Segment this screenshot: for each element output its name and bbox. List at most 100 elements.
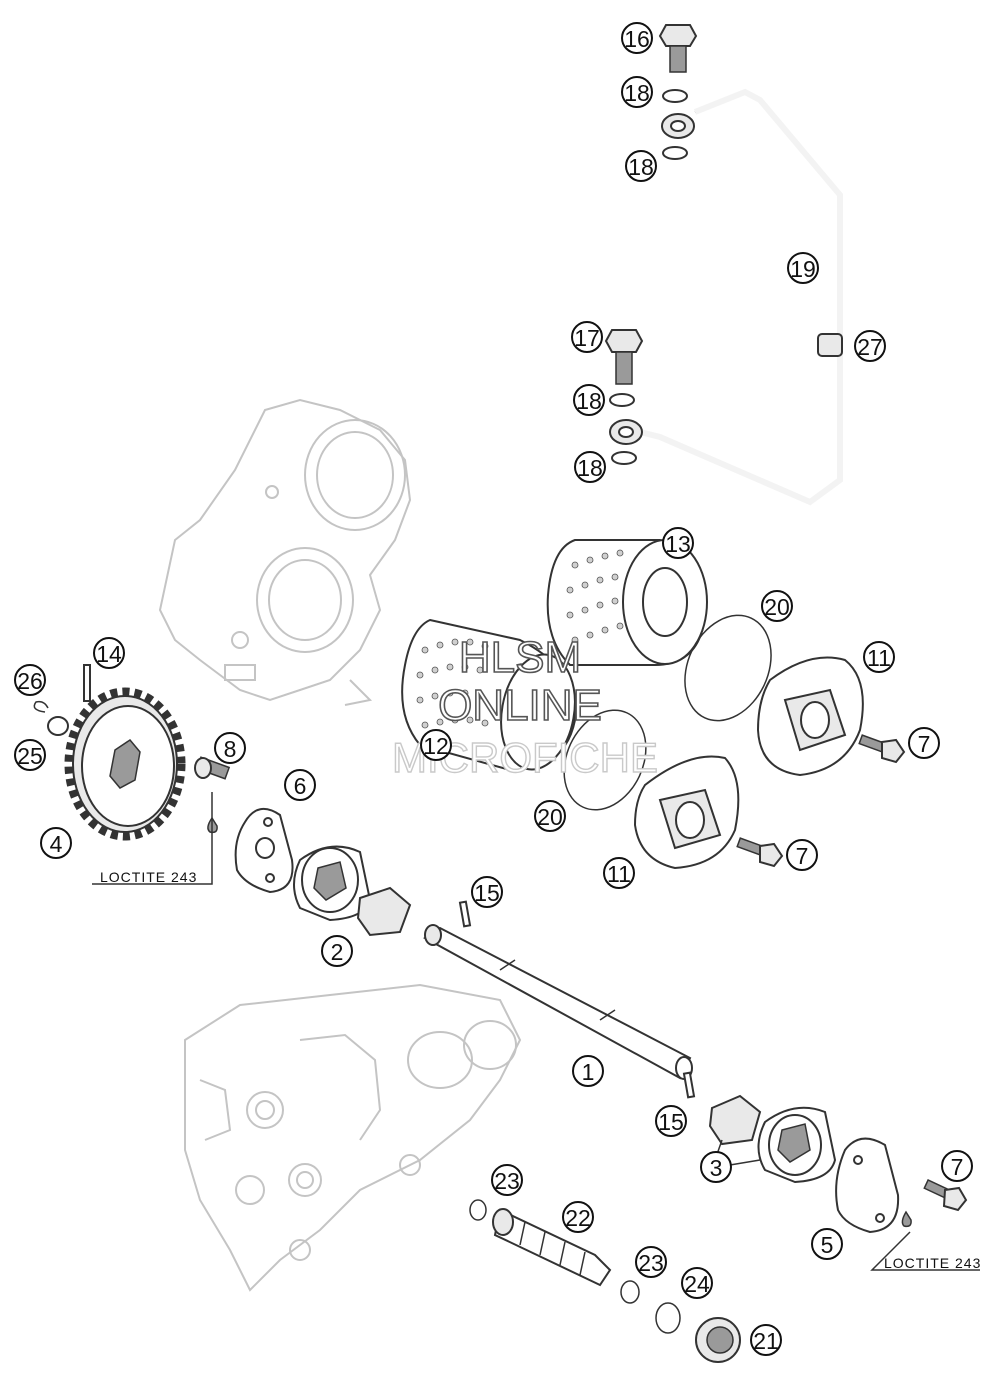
callout-1: 1	[572, 1055, 604, 1087]
loctite-drop-right	[901, 1210, 912, 1228]
callout-4: 4	[40, 827, 72, 859]
banjo-bolt-17	[604, 329, 644, 385]
callout-18d: 18	[574, 451, 606, 483]
callout-15b: 15	[655, 1105, 687, 1137]
svg-text:23: 23	[494, 1168, 520, 1194]
callout-14: 14	[93, 637, 125, 669]
svg-text:15: 15	[658, 1109, 684, 1135]
svg-text:6: 6	[294, 773, 307, 799]
circlip-26	[33, 700, 49, 713]
callout-12: 12	[420, 729, 452, 761]
callout-20b: 20	[534, 800, 566, 832]
svg-text:11: 11	[867, 645, 891, 671]
pump-rotor-3	[757, 1106, 837, 1184]
callout-18b: 18	[625, 150, 657, 182]
callout-17: 17	[571, 321, 603, 353]
screw-7c	[923, 1179, 968, 1212]
svg-text:24: 24	[684, 1271, 710, 1297]
svg-text:18: 18	[624, 80, 650, 106]
banjo-fitting-upper	[661, 113, 695, 139]
o-ring-23b	[620, 1280, 640, 1304]
engine-case-lower-outline	[184, 983, 522, 1292]
callout-8: 8	[214, 732, 246, 764]
callout-13: 13	[662, 527, 694, 559]
svg-text:17: 17	[574, 325, 600, 351]
o-ring-20a	[684, 614, 772, 722]
svg-text:27: 27	[857, 334, 883, 360]
callout-18c: 18	[573, 384, 605, 416]
svg-text:22: 22	[565, 1205, 591, 1231]
callout-18a: 18	[621, 76, 653, 108]
svg-text:19: 19	[790, 256, 816, 282]
washer-18b	[662, 146, 688, 160]
callout-24: 24	[681, 1267, 713, 1299]
banjo-bolt-16	[658, 24, 698, 73]
svg-text:20: 20	[537, 804, 563, 830]
callout-7b: 7	[786, 839, 818, 871]
svg-text:18: 18	[577, 455, 603, 481]
watermark-line2: ONLINE	[438, 681, 602, 730]
washer-18c	[609, 393, 635, 407]
callout-22: 22	[562, 1201, 594, 1233]
svg-text:7: 7	[796, 843, 809, 869]
svg-text:1: 1	[582, 1059, 595, 1085]
callout-7c: 7	[941, 1150, 973, 1182]
o-ring-23a	[469, 1199, 487, 1221]
svg-text:8: 8	[224, 736, 237, 762]
callout-11b: 11	[603, 857, 635, 889]
callout-25: 25	[14, 739, 46, 771]
pin-14	[83, 664, 91, 702]
washer-25	[47, 716, 69, 736]
filter-cover-11a	[756, 656, 864, 777]
svg-text:7: 7	[951, 1154, 964, 1180]
svg-text:7: 7	[918, 731, 931, 757]
callout-20a: 20	[761, 590, 793, 622]
callout-6: 6	[284, 769, 316, 801]
svg-text:20: 20	[764, 594, 790, 620]
screw-7a	[858, 734, 906, 764]
svg-text:21: 21	[753, 1328, 779, 1354]
svg-text:18: 18	[628, 154, 654, 180]
loctite-label-left: LOCTITE 243	[100, 869, 197, 885]
screw-7b	[736, 837, 784, 868]
callout-27: 27	[854, 330, 886, 362]
oil-strainer-22	[492, 1208, 612, 1287]
inner-rotor-3	[708, 1094, 762, 1146]
callout-2: 2	[321, 935, 353, 967]
callout-16: 16	[621, 22, 653, 54]
pump-rotor-2	[293, 845, 372, 922]
svg-text:13: 13	[665, 531, 691, 557]
callout-21: 21	[750, 1324, 782, 1356]
callout-26: 26	[14, 664, 46, 696]
loctite-label-right: LOCTITE 243	[884, 1255, 981, 1271]
pump-shaft-1	[423, 924, 693, 1080]
o-ring-24	[655, 1302, 681, 1334]
washer-18d	[611, 451, 637, 465]
loctite-leader-right	[870, 1231, 980, 1271]
svg-text:25: 25	[17, 743, 43, 769]
callout-15a: 15	[471, 876, 503, 908]
oil-line-19	[639, 88, 843, 506]
callout-23b: 23	[635, 1246, 667, 1278]
oil-filter-13	[546, 539, 708, 666]
filter-cover-11b	[633, 755, 740, 870]
pump-cover-plate-6	[234, 807, 294, 894]
callout-19: 19	[787, 252, 819, 284]
o-ring-20b	[563, 709, 647, 811]
svg-text:11: 11	[607, 861, 631, 887]
svg-text:16: 16	[624, 26, 650, 52]
pin-15b	[682, 1071, 696, 1099]
callout-7a: 7	[908, 727, 940, 759]
callout-11a: 11	[863, 641, 895, 673]
pump-cover-plate-5	[835, 1137, 900, 1234]
svg-text:12: 12	[423, 733, 449, 759]
svg-text:2: 2	[331, 939, 344, 965]
svg-text:23: 23	[638, 1250, 664, 1276]
screw-8	[194, 756, 231, 780]
svg-text:4: 4	[50, 831, 63, 857]
drain-plug-21	[695, 1317, 741, 1363]
washer-18a	[662, 89, 688, 103]
svg-text:18: 18	[576, 388, 602, 414]
engine-case-upper-outline	[158, 398, 412, 706]
